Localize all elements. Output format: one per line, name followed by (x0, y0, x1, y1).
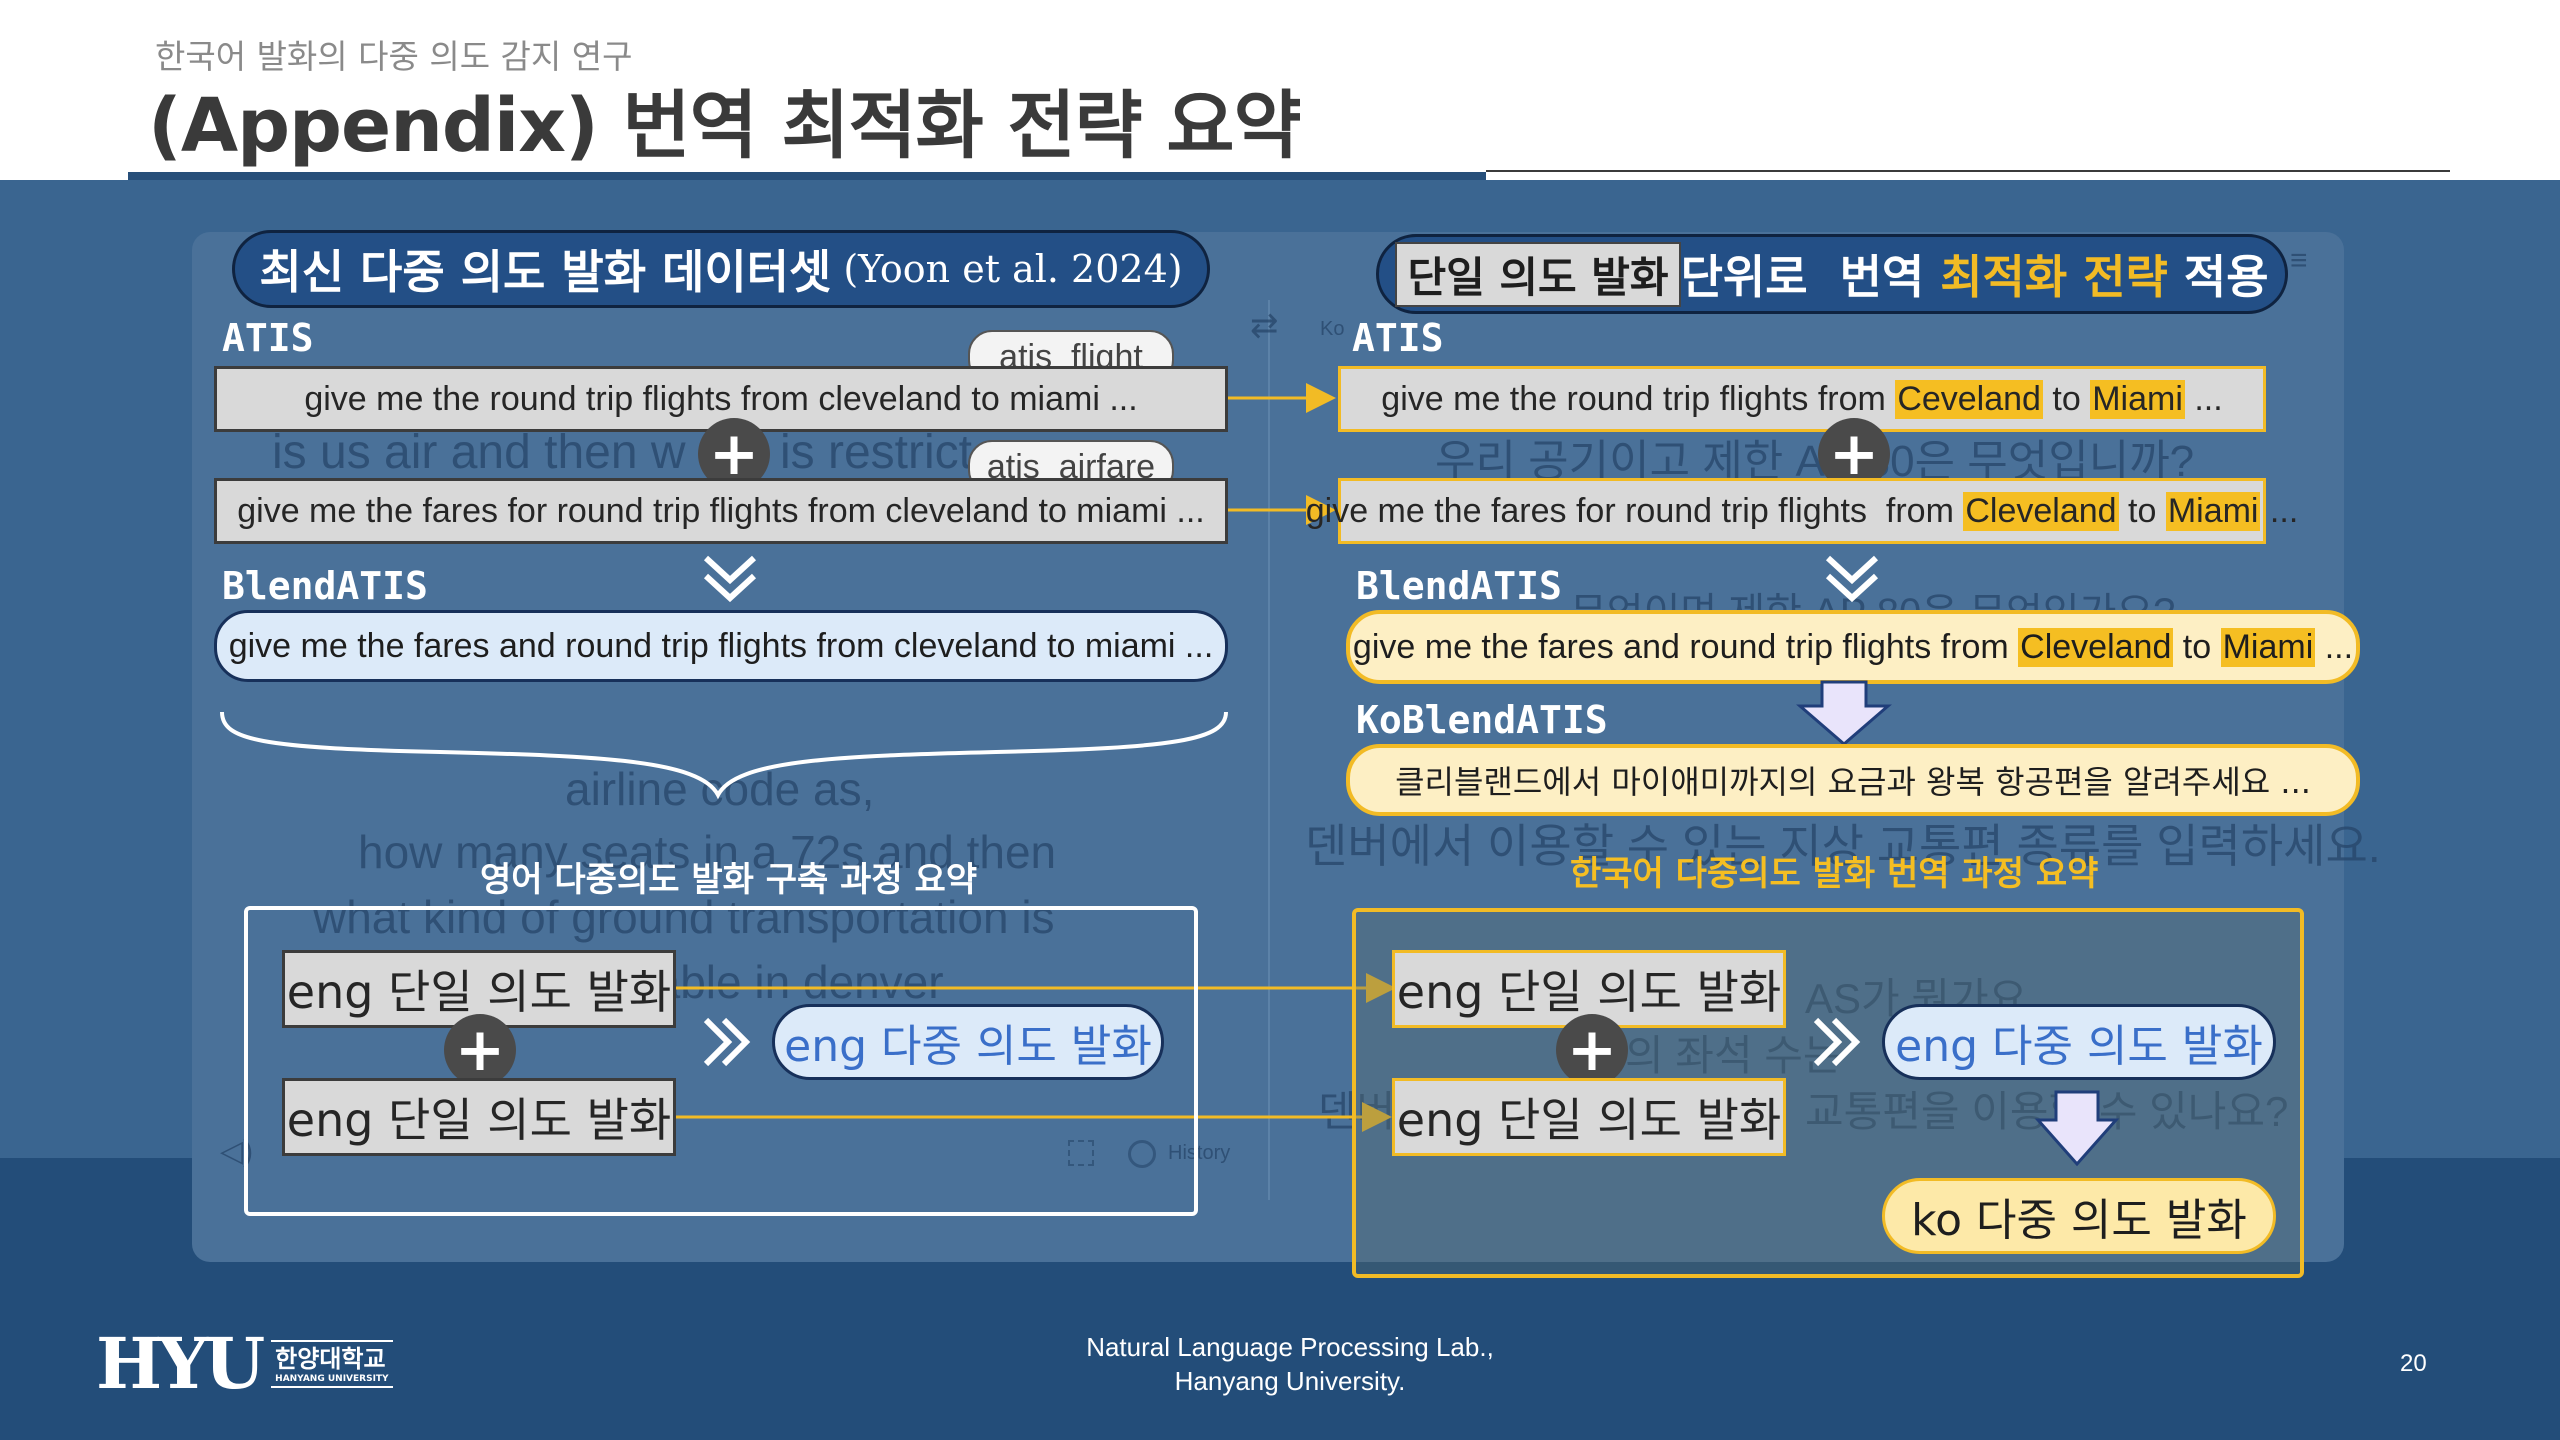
right-title-mid: 단위로 번역 (1680, 250, 1941, 304)
utterance-text: ... (2260, 491, 2299, 530)
left-summary-title: 영어 다중의도 발화 구축 과정 요약 (480, 860, 978, 900)
lab-credit-line1: Natural Language Processing Lab., (1086, 1332, 1494, 1362)
city-highlight: Cleveland (2018, 627, 2174, 667)
double-chevron-right-icon (1810, 1014, 1864, 1074)
menu-icon: ≡ (2290, 244, 2308, 277)
ghost-text: how many seats in a 72s and then (358, 826, 1057, 878)
atis-utterance-2: give me the fares for round trip flights… (214, 478, 1228, 544)
history-icon (1128, 1140, 1156, 1168)
right-title-boxed: 단일 의도 발화 (1395, 241, 1681, 307)
lab-credit: Natural Language Processing Lab., Hanyan… (1030, 1330, 1550, 1398)
utterance-text: to (2042, 379, 2091, 418)
utterance-text: to (2173, 627, 2221, 666)
ghost-text: 우리 공기이고 제한 AP 80은 무엇입니까? (1435, 437, 2195, 486)
eng-single-intent-box-2: eng 단일 의도 발화 (1392, 1078, 1786, 1156)
koblendatis-utterance: 클리블랜드에서 마이애미까지의 요금과 왕복 항공편을 알려주세요 ... (1346, 744, 2360, 816)
ghost-text: is restrict (780, 426, 972, 479)
atis-label: ATIS (1352, 316, 1444, 360)
blendatis-utterance-highlighted: give me the fares and round trip flights… (1346, 610, 2360, 684)
screenshot-divider (1268, 300, 1270, 1200)
utterance-text: give me the fares for round trip flights… (1305, 491, 1964, 530)
atis-utterance-1-highlighted: give me the round trip flights from Ceve… (1338, 366, 2266, 432)
blendatis-utterance: give me the fares and round trip flights… (214, 610, 1228, 682)
expand-icon (1068, 1140, 1094, 1166)
ghost-text: what kind of ground transportation is (313, 891, 1055, 943)
hyu-logo-mark: HYU (96, 1322, 265, 1405)
title-rule-thin (1486, 170, 2450, 172)
utterance-text: give me the fares and round trip flights… (1352, 627, 2019, 666)
ghost-tab-label: Ko (1320, 318, 1345, 340)
ghost-text: 의 좌석 수는 (1625, 1022, 1842, 1083)
blendatis-label: BlendATIS (222, 564, 428, 608)
atis-label: ATIS (222, 316, 314, 360)
slide-kicker: 한국어 발화의 다중 의도 감지 연구 (155, 37, 633, 76)
left-panel-title: 최신 다중 의도 발화 데이터셋 (Yoon et al. 2024) (232, 230, 1210, 308)
right-title-highlight: 최적화 전략 (1940, 250, 2168, 304)
lab-credit-line2: Hanyang University. (1174, 1366, 1406, 1396)
left-title-citation: (Yoon et al. 2024) (843, 247, 1183, 291)
city-highlight: Ceveland (1895, 379, 2043, 419)
ghost-history-label: History (1168, 1142, 1231, 1164)
page-number: 20 (2400, 1350, 2427, 1377)
hyu-logo: HYU 한양대학교 HANYANG UNIVERSITY (96, 1322, 393, 1405)
utterance-text: to (2118, 491, 2166, 530)
eng-multi-intent-pill: eng 다중 의도 발화 (772, 1004, 1164, 1080)
city-highlight: Miami (2090, 379, 2185, 419)
atis-utterance-2-highlighted: give me the fares for round trip flights… (1306, 478, 2298, 544)
utterance-text: ... (2315, 627, 2354, 666)
city-highlight: Miami (2165, 491, 2261, 531)
ko-multi-intent-pill: ko 다중 의도 발화 (1882, 1178, 2276, 1254)
plus-icon: + (444, 1014, 516, 1086)
blendatis-label: BlendATIS (1356, 564, 1562, 608)
hyu-logo-wordmark: 한양대학교 HANYANG UNIVERSITY (271, 1340, 393, 1388)
arrow-down-icon (1795, 680, 1893, 752)
ghost-text: 덴버에서 이용할 수 있는 지상 교통편 종류를 입력하세요. (1305, 820, 2381, 872)
koblendatis-label: KoBlendATIS (1356, 698, 1608, 742)
city-highlight: Miami (2220, 627, 2316, 667)
swap-icon: ⇄ (1250, 307, 1279, 345)
double-chevron-down-icon (1822, 552, 1882, 608)
utterance-text: give me the round trip flights from (1381, 379, 1896, 418)
plus-icon: + (1556, 1014, 1628, 1086)
hyu-logo-english: HANYANG UNIVERSITY (275, 1374, 389, 1384)
eng-single-intent-box-2: eng 단일 의도 발화 (282, 1078, 676, 1156)
right-panel-title: 단일 의도 발화 단위로 번역 최적화 전략 적용 (1376, 234, 2288, 314)
slide-header (0, 0, 2560, 174)
double-chevron-right-icon (700, 1014, 754, 1074)
slide-title: (Appendix) 번역 최적화 전략 요약 (148, 83, 1302, 169)
double-chevron-down-icon (700, 552, 760, 614)
left-title-text: 최신 다중 의도 발화 데이터셋 (259, 245, 832, 299)
ghost-text: is us air and then w (272, 426, 686, 479)
eng-multi-intent-pill: eng 다중 의도 발화 (1882, 1004, 2276, 1080)
city-highlight: Cleveland (1963, 491, 2119, 531)
hyu-logo-korean: 한양대학교 (275, 1345, 386, 1373)
right-title-end: 적용 (2167, 250, 2269, 304)
utterance-text: ... (2184, 379, 2223, 418)
right-summary-title: 한국어 다중의도 발화 번역 과정 요약 (1570, 854, 2099, 894)
arrow-down-icon (2034, 1090, 2120, 1172)
